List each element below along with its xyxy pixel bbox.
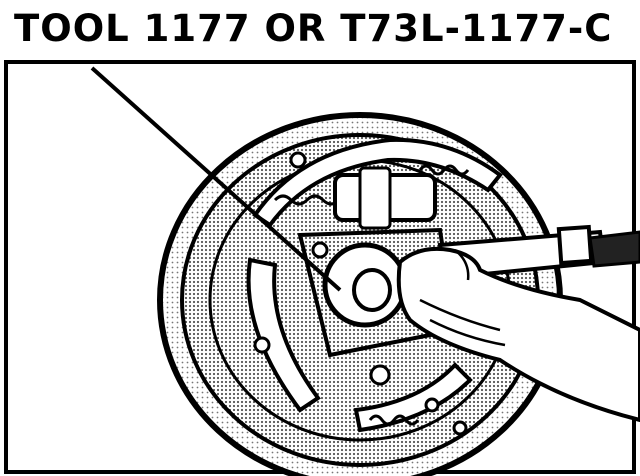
wheel-cylinder	[333, 166, 437, 230]
figure-caption: TOOL 1177 OR T73L-1177-C	[14, 7, 613, 50]
tool-shaft	[437, 224, 640, 281]
brake-shoes	[246, 137, 503, 433]
leader-line	[90, 66, 342, 292]
hand	[396, 246, 640, 423]
